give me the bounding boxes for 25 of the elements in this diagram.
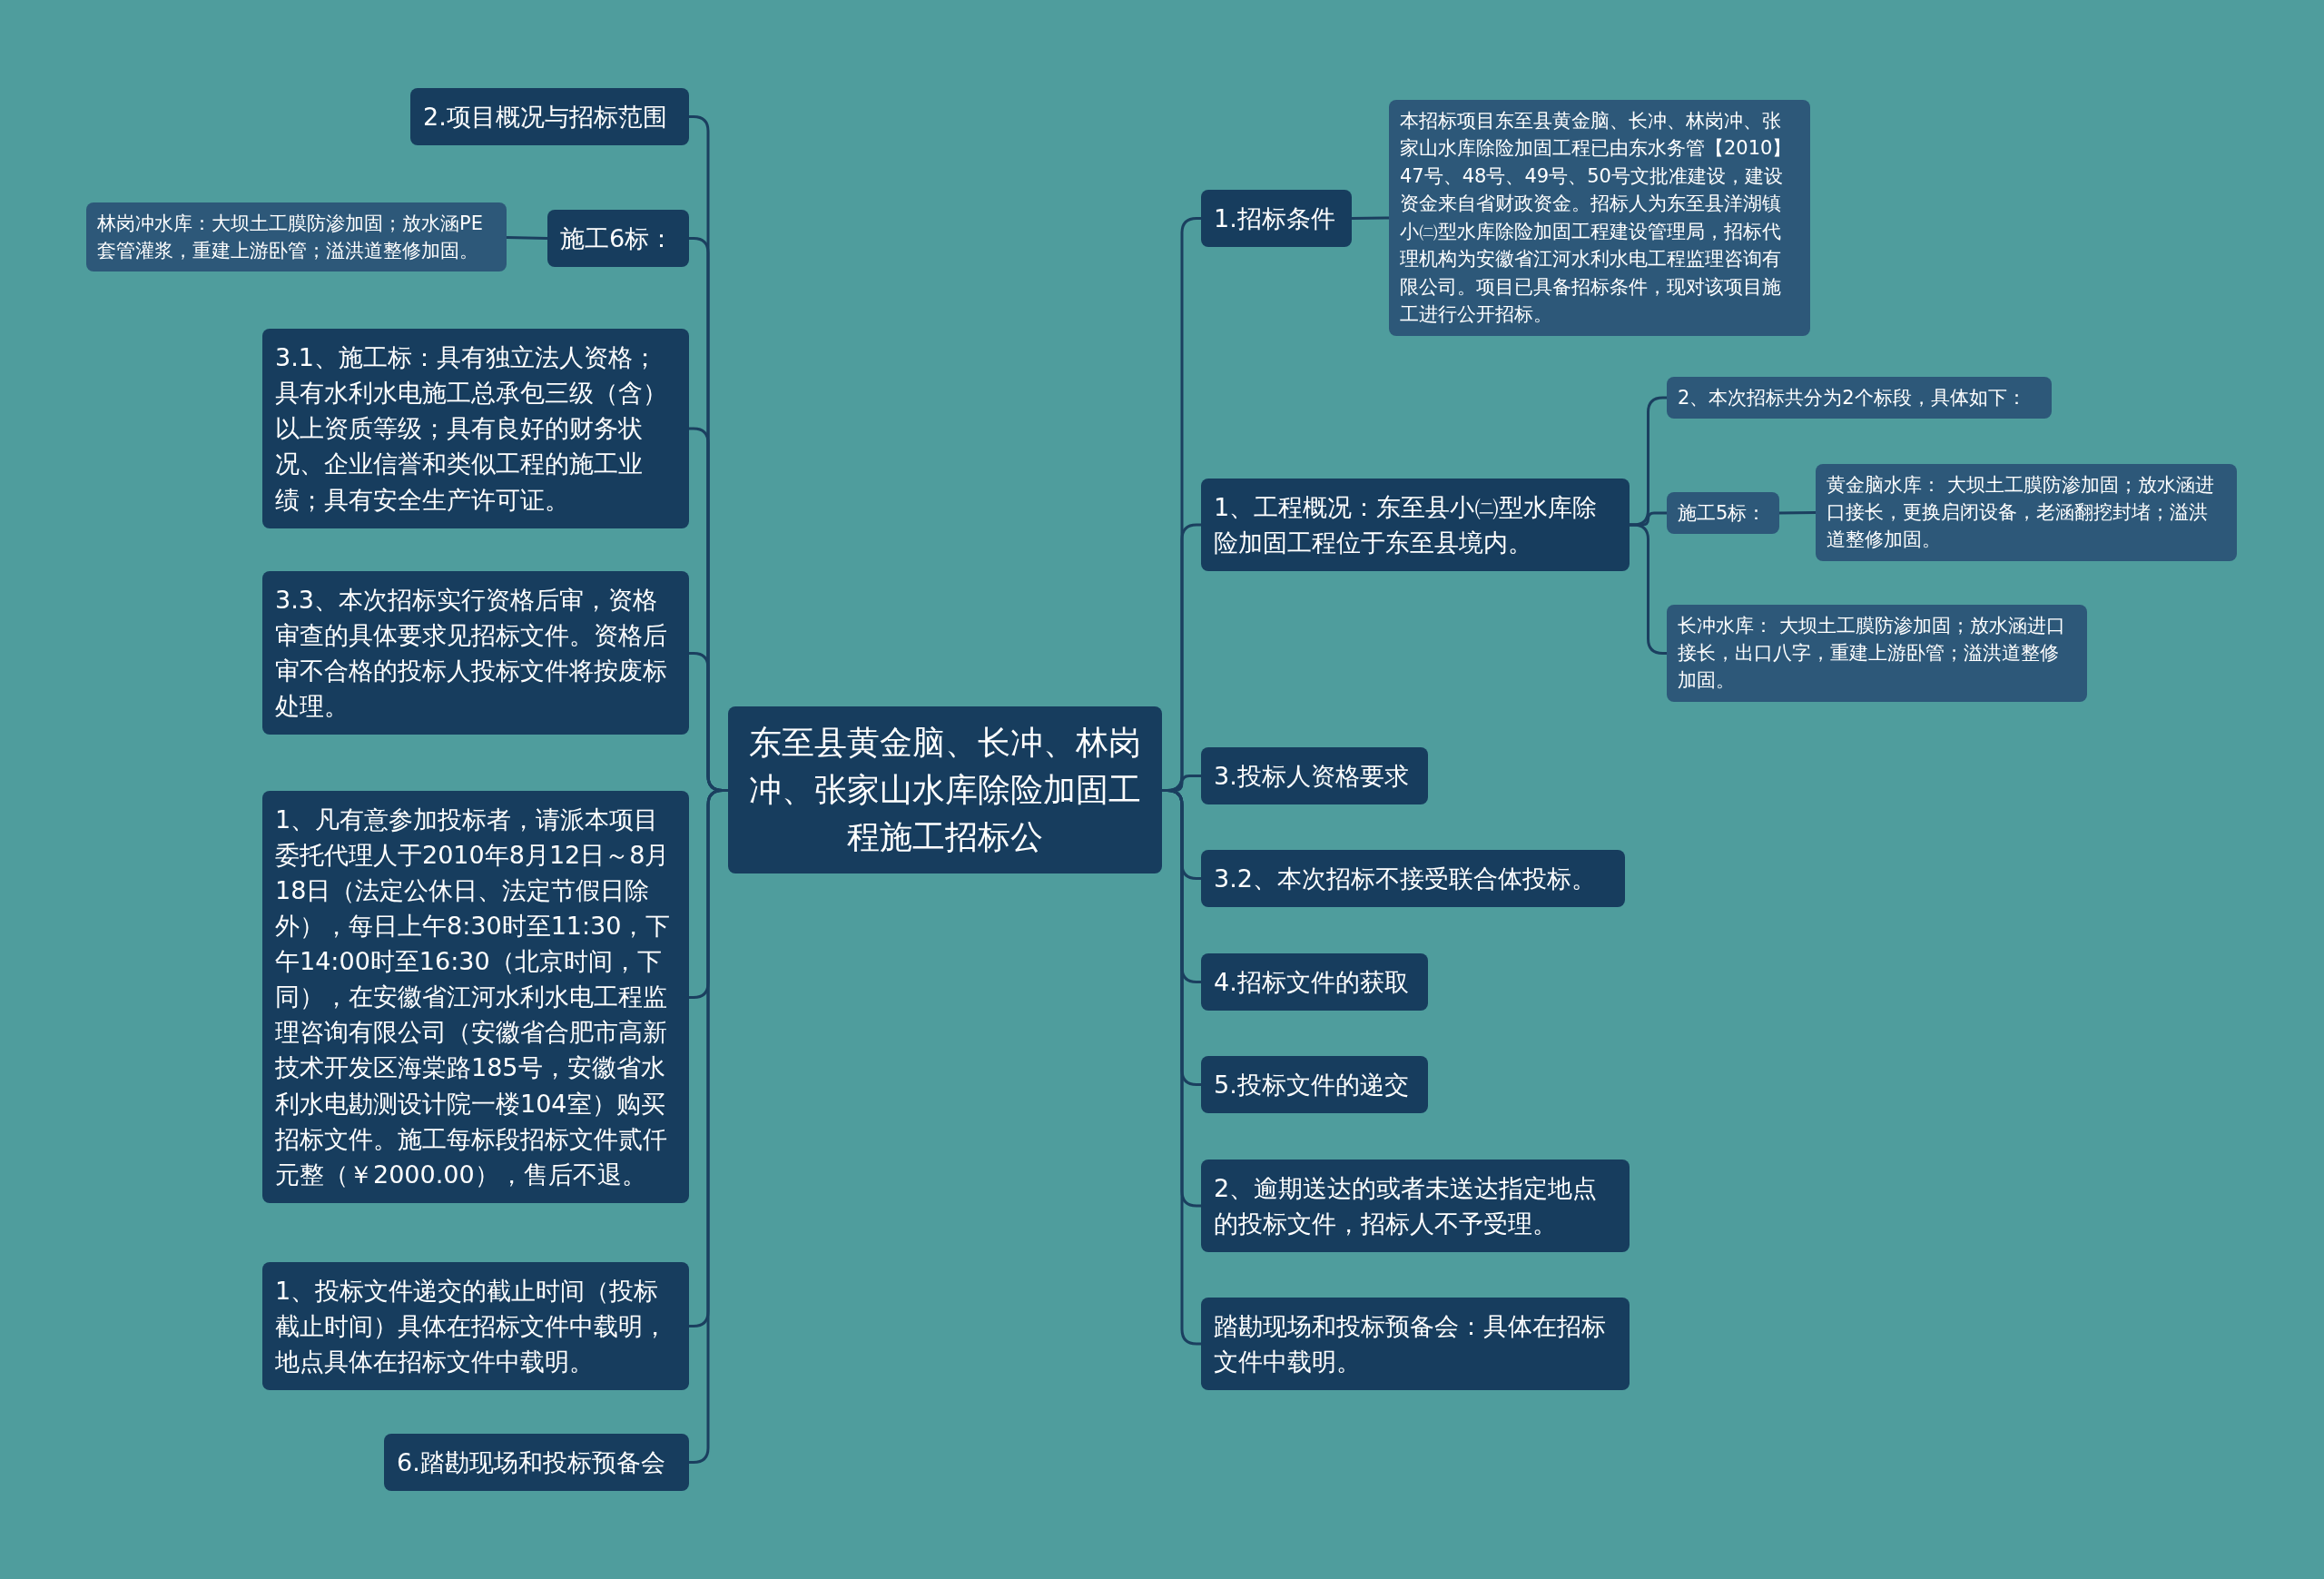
topic-box: 1.招标条件 xyxy=(1201,189,1352,247)
topic-box: 踏勘现场和投标预备会：具体在招标文件中载明。 xyxy=(1201,1298,1630,1391)
topic-box: 施工6标： xyxy=(547,209,689,267)
detail-box: 本招标项目东至县黄金脑、长冲、林岗冲、张家山水库除险加固工程已由东水务管【2010】47号、48号、49号、50号文批准建设，建设资金来自省财政资金。招标人为东至县洋湖镇小㈡型水库除险加固工程建设管理局，招标代理机构为安徽省江河水利水电工程监理咨询有限公司。项目已具备招标条件，现对该项目施工进行公开招标。 xyxy=(1389,100,1810,336)
detail-box: 施工5标： xyxy=(1667,492,1779,535)
detail-box: 长冲水库： 大坝土工膜防渗加固；放水涵进口接长，出口八字，重建上游卧管；溢洪道整修加固。 xyxy=(1667,604,2087,702)
detail-box: 黄金脑水库： 大坝土工膜防渗加固；放水涵进口接长，更换启闭设备，老涵翻挖封堵；溢洪道整修加固。 xyxy=(1816,463,2237,561)
topic-box: 3.2、本次招标不接受联合体投标。 xyxy=(1201,849,1625,907)
topic-box: 6.踏勘现场和投标预备会 xyxy=(384,1433,689,1491)
topic-box: 1、工程概况：东至县小㈡型水库除险加固工程位于东至县境内。 xyxy=(1201,479,1630,572)
connector-line xyxy=(1778,511,1817,515)
topic-box: 3.投标人资格要求 xyxy=(1201,746,1428,804)
connector-line xyxy=(1351,216,1390,220)
topic-box: 4.招标文件的获取 xyxy=(1201,952,1428,1011)
topic-box: 2.项目概况与招标范围 xyxy=(410,87,689,145)
topic-box: 3.1、施工标：具有独立法人资格；具有水利水电施工总承包三级（含）以上资质等级；具有良好的财务状况、企业信誉和类似工程的施工业绩；具有安全生产许可证。 xyxy=(262,329,689,528)
detail-box: 林岗冲水库：大坝土工膜防渗加固；放水涵PE套管灌浆，重建上游卧管；溢洪道整修加固。 xyxy=(86,202,507,272)
topic-box: 2、逾期送达的或者未送达指定地点的投标文件，招标人不予受理。 xyxy=(1201,1160,1630,1253)
detail-box: 2、本次招标共分为2个标段，具体如下： xyxy=(1667,377,2052,419)
topic-box: 1、投标文件递交的截止时间（投标截止时间）具体在招标文件中载明，地点具体在招标文件中载明。 xyxy=(262,1261,689,1390)
topic-box: 1、凡有意参加投标者，请派本项目委托代理人于2010年8月12日～8月18日（法定公休日、法定节假日除外），每日上午8:30时至11:30，下午14:00时至16:30（北京时间，下同），在安徽省江河水利水电工程监理咨询有限公司（安徽省合肥市高新技术开发区海棠路185号，安徽省水利水电勘测设计院一楼104室）购买招标文件。施工每标段招标文件贰仟元整（￥2000.00），售后不退。 xyxy=(262,790,689,1204)
central-topic-box: 东至县黄金脑、长冲、林岗冲、张家山水库除险加固工程施工招标公 xyxy=(728,706,1162,874)
topic-box: 5.投标文件的递交 xyxy=(1201,1055,1428,1113)
connector-line xyxy=(506,236,548,240)
topic-box: 3.3、本次招标实行资格后审，资格审查的具体要求见招标文件。资格后审不合格的投标人投标文件将按废标处理。 xyxy=(262,570,689,735)
